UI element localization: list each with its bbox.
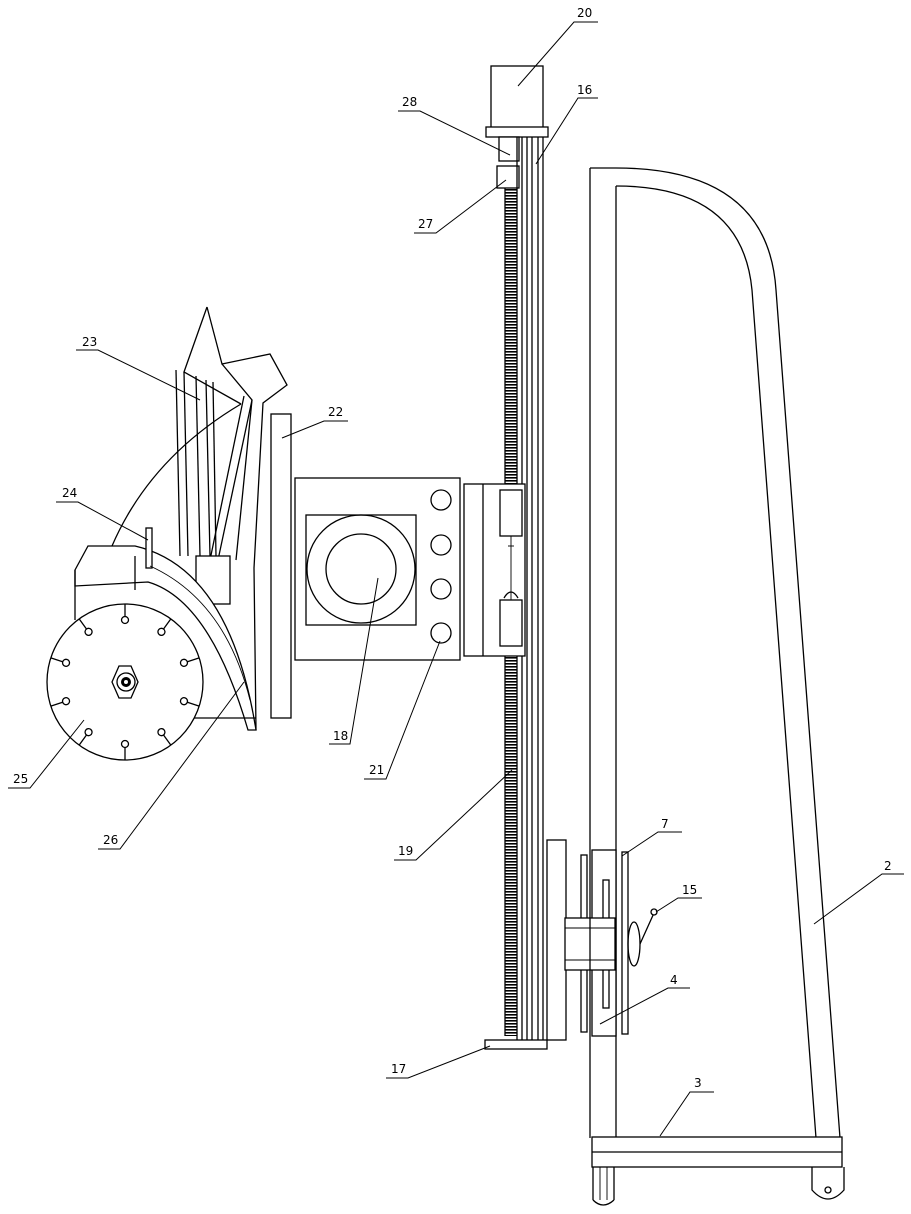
label-24: 24 bbox=[62, 486, 77, 500]
rack-foot-17 bbox=[485, 1040, 547, 1049]
mast-bracket bbox=[547, 840, 566, 1040]
housing-box bbox=[295, 478, 460, 660]
left-caster bbox=[593, 1167, 614, 1205]
clamp-assembly bbox=[565, 850, 657, 1036]
label-28: 28 bbox=[402, 95, 417, 109]
label-2: 2 bbox=[884, 859, 892, 873]
label-19: 19 bbox=[398, 844, 413, 858]
label-21: 21 bbox=[369, 763, 384, 777]
right-caster bbox=[812, 1167, 844, 1199]
label-7: 7 bbox=[661, 817, 669, 831]
coupling-28 bbox=[499, 137, 519, 161]
motor-mount-plate bbox=[486, 127, 548, 137]
label-22: 22 bbox=[328, 405, 343, 419]
label-16: 16 bbox=[577, 83, 592, 97]
label-18: 18 bbox=[333, 729, 348, 743]
nozzle-24 bbox=[146, 528, 152, 568]
handle-15 bbox=[640, 913, 654, 944]
label-4: 4 bbox=[670, 973, 678, 987]
label-27: 27 bbox=[418, 217, 433, 231]
label-15: 15 bbox=[682, 883, 697, 897]
motor-housing bbox=[295, 478, 460, 660]
motor-20 bbox=[491, 66, 543, 128]
frame-inner-arch bbox=[616, 186, 816, 1138]
label-25: 25 bbox=[13, 772, 28, 786]
handwheel-15 bbox=[628, 922, 640, 966]
mount-plate-22 bbox=[271, 414, 291, 718]
label-20: 20 bbox=[577, 6, 592, 20]
carriage bbox=[464, 484, 525, 656]
label-3: 3 bbox=[694, 1076, 702, 1090]
frame bbox=[590, 168, 844, 1205]
label-23: 23 bbox=[82, 335, 97, 349]
label-26: 26 bbox=[103, 833, 118, 847]
label-17: 17 bbox=[391, 1062, 406, 1076]
